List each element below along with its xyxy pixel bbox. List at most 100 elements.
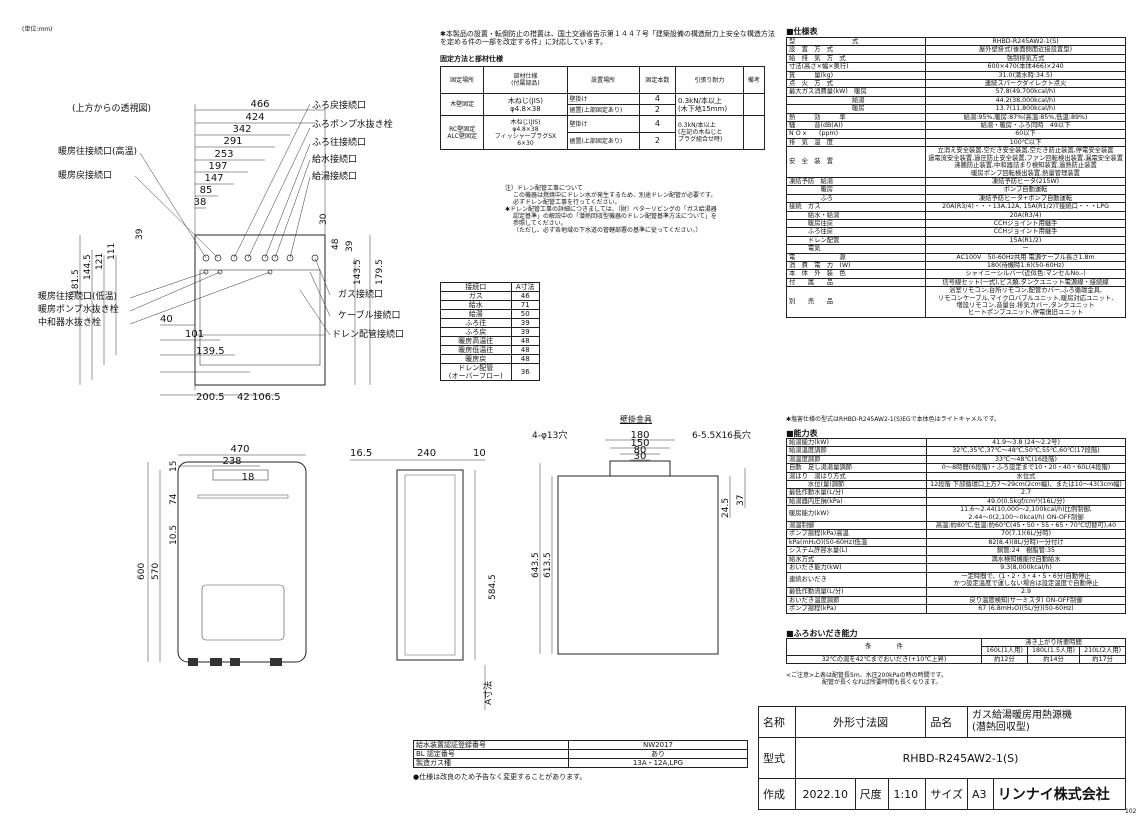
dim-111: 111 [107,243,117,260]
row-key: ポンプ揚程(kPa)高温 [786,529,927,539]
dim-291: 291 [223,136,242,147]
dim-85: 85 [200,185,213,196]
row-key: 最低作動流量(L/分) [786,587,927,597]
svg-text:238: 238 [222,456,241,467]
table-row: 本 体 外 装 色シャイニーシルバー(近似色:マンセルNo.-) [785,269,1126,279]
table-row: システム許容水量(L)銅管:24 樹脂管:35 [786,546,1126,556]
row-value: 立消え安全装置,空だき安全装置,空だき防止装置,停電安全装置 過電流安全装置,過… [925,146,1126,178]
row-value: 12段階 下部循環口上方7～29cm(2cm幅)、または10～43(3cm幅) [926,480,1126,490]
row-key: 付 属 品 [785,277,927,288]
dim-143: 143.5 [353,259,363,285]
row-value: 60以下 [925,129,1126,139]
row-key: おいだき能力(kW) [786,563,927,573]
row-value: 20A(R3/4)・・・13A,12A, 15A(R1/2)T接続口・・・LPG [925,202,1126,212]
row-key: N O x (ppm) [785,129,927,139]
dim-147: 147 [204,173,223,184]
table-row: おいだき温度調節戻り温度検知(サーミスタ) ON-OFF制御 [786,595,1126,606]
dim-30: 30 [319,213,329,225]
table-row: 熱 効 率給湯:95%,暖房:87%(高温:85%,低温:89%) [785,112,1126,123]
svg-text:613.5: 613.5 [543,552,553,578]
table-row: 給湯器内圧損(kPa)49.0(0.5kgf/cm²)(16L/分) [786,496,1126,507]
bracket-title: 壁掛金具 [620,415,652,424]
table-row: 付 属 品信号線セット(一式),ビス類,タンクユニット電源線・接続線 [785,277,1126,288]
row-key: 水位(量)調節 [786,480,927,490]
svg-text:643.5: 643.5 [531,552,541,578]
row-value: ポンプ自動運転 [925,185,1126,195]
table-row: 給湯能力(kW)41.9～3.8 (24～2.2号) [786,437,1126,448]
row-value: 浴室リモコン,台所リモコン,配管カバー,ふろ循環金具, リモコンケーブル,マイク… [925,286,1126,318]
svg-text:470: 470 [230,444,249,455]
row-value: 一定時間で、(1・2・3・4・5・6分)自動停止 かつ設定温度で運しない場合は設… [926,571,1126,589]
row-key: 暖房 [785,104,927,114]
row-value: 20A(R3/4) [925,210,1126,220]
row-value: RHBD-R245AW2-1(S) [925,36,1126,47]
dim-101: 101 [185,329,204,340]
dim-181: 181.5 [71,269,81,295]
table-row: ふろ凍結予防ヒータ+ポンプ自動運転 [785,193,1126,204]
row-key: 電 源 [785,252,927,262]
row-value: 戻り温度検知(サーミスタ) ON-OFF制御 [926,595,1126,606]
row-value: 33℃～48℃(16段階) [926,454,1126,465]
svg-text:18: 18 [242,472,255,483]
dim-48: 48 [331,238,341,250]
dim-466: 466 [250,99,269,110]
row-value: 2.9 [926,587,1126,597]
row-key: 給湯温度調節 [786,446,927,456]
row-value: 9.3(8,000kcal/h) [926,563,1126,573]
table-row: 質 量(kg)31.0(満水時:34.5) [785,70,1126,81]
row-key: 電気 [785,244,927,254]
row-value: 180(待機時1.6)(50-60Hz) [925,260,1126,271]
table-row: 給水方式満水検知機能付自動給水 [786,554,1126,565]
svg-text:180: 180 [630,430,649,441]
table-row: N O x (ppm)60以下 [785,129,1126,139]
row-key: 最大ガス消費量(kW) 暖房 [785,87,927,97]
row-value: 13.7(11,800kcal/h) [925,104,1126,114]
row-value: CCHジョイント用継手 [925,218,1126,229]
row-key: おいだき温度調節 [786,595,927,606]
row-value: 15A(R1/2) [925,235,1126,246]
row-key: システム許容水量(L) [786,546,927,556]
svg-text:10.5: 10.5 [169,525,179,545]
fixing-table: 固定場所 部材仕様 (付属部品) 設置場所 固定本数 引張り耐力 備考 木壁固定… [439,66,766,150]
table-row: 最低作動流量(L/分)2.9 [786,587,1126,597]
row-key: 質 量(kg) [785,70,927,81]
row-value: 信号線セット(一式),ビス類,タンクユニット電源線・接続線 [925,277,1126,288]
change-note: ●仕様は改良のため予告なく変更することがあります。 [413,773,587,781]
row-value: 銅管:24 樹脂管:35 [926,546,1126,556]
dim-121: 121 [95,253,105,270]
label-heating-return: 暖房戻接続口 [58,171,113,181]
row-key: 別 売 品 [785,286,927,318]
svg-text:30: 30 [634,451,647,462]
law-note: ✱本製品の設置・転倒防止の措置は、国土交通省告示第１４４７号「建築設備の構造耐力… [440,30,775,46]
table-row: 暖房ポンプ自動運転 [785,185,1126,195]
table-row: 設 置 方 式屋外壁掛式(後面側面近接設置型) [785,45,1126,55]
table-row: おいだき能力(kW)9.3(8,000kcal/h) [786,563,1126,573]
row-key: 給湯 [785,95,927,106]
label-gas-inlet: ガス接続口 [338,290,384,300]
row-value: 11.6～2.44(10,000～2,100kcal/h)比例制御, 2.44～… [926,505,1126,523]
table-row: 消 費 電 力 (W)180(待機時1.6)(50-60Hz) [785,260,1126,271]
dim-424: 424 [245,112,264,123]
dim-139: 139.5 [196,346,225,357]
table-row: 湯はり 湯はり方式水位式 [786,471,1126,482]
top-view-title: (上方からの透視図) [72,104,152,114]
table-row: 電気ー [785,244,1126,254]
row-key: 熱 効 率 [785,112,927,123]
dim-40: 40 [160,314,173,325]
label-heating-low: 暖房往接続口(低温) [38,292,118,302]
svg-text:6-5.5X16長穴: 6-5.5X16長穴 [692,429,751,441]
table-row: 湯温制御高温:約80℃,低温:約60℃(45・50・55・65・70℃切替可),… [786,521,1126,531]
row-value: AC100V 50-60Hz共用 電源ケーブル長さ1.8m [925,252,1126,262]
row-value: 57.8(49,700kcal/h) [925,87,1126,97]
row-value: CCHジョイント用継手 [925,227,1126,237]
row-key: 暖房往戻 [785,218,927,229]
table-row: 最低作動水量(L/分)2.7 [786,488,1126,498]
